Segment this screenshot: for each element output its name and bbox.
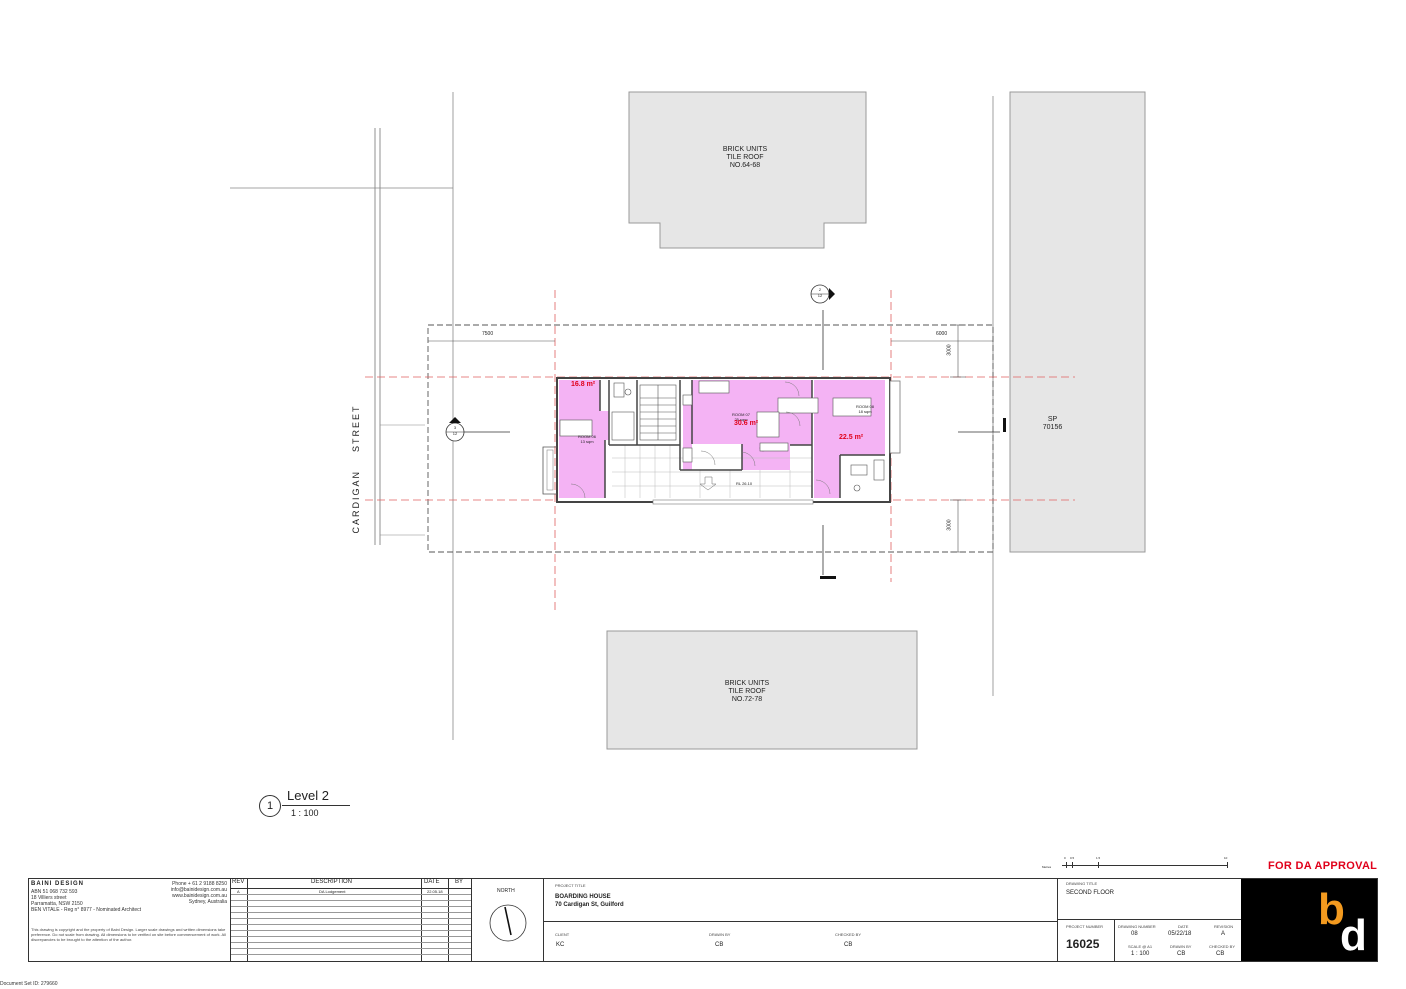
scale-bar-tick-0: 0 xyxy=(1064,856,1066,860)
scale-bar-tick-2: 1.5 xyxy=(1096,856,1101,860)
drawn-by-value: CB xyxy=(715,942,724,948)
drawing-title-label: DRAWING TITLE xyxy=(1066,881,1098,886)
drawing-number: 08 xyxy=(1131,931,1138,937)
date-value: 05/22/18 xyxy=(1168,931,1192,937)
rev-row-rev: A xyxy=(237,889,240,894)
building-envelope-outline xyxy=(427,324,994,553)
view-scale: 1 : 100 xyxy=(291,808,319,818)
dim-side-bottom: 3000 xyxy=(946,519,953,531)
room-06-fill xyxy=(559,380,609,498)
copyright-note: This drawing is copyright and the proper… xyxy=(31,927,226,942)
drawing-drawn-label: DRAWN BY xyxy=(1170,944,1192,949)
drawing-title: SECOND FLOOR xyxy=(1066,890,1115,896)
dim-front: 7500 xyxy=(482,331,494,337)
rl-label: RL 26.10 xyxy=(736,481,753,486)
neighbour-building-north xyxy=(628,91,867,249)
drawing-checked-value: CB xyxy=(1216,951,1225,957)
checked-by-value: CB xyxy=(844,942,853,948)
document-set-id: Document Set ID: 279660 xyxy=(0,981,58,987)
rev-header-by: BY xyxy=(455,879,464,885)
client-label: CLIENT xyxy=(555,932,570,937)
view-title: Level 2 xyxy=(287,788,329,803)
floor-plan xyxy=(542,377,901,505)
project-number-label: PROJECT NUMBER xyxy=(1066,924,1104,929)
room-08-area: 22.5 m² xyxy=(839,434,864,441)
dim-rear: 6000 xyxy=(936,331,948,337)
room-06-area: 16.8 m² xyxy=(571,381,596,388)
date-label: DATE xyxy=(1178,924,1189,929)
scale-label: SCALE @ A1 xyxy=(1128,944,1153,949)
dim-side-top: 3000 xyxy=(946,344,953,356)
scale-bar-unit: Metres xyxy=(1042,865,1052,869)
rev-header-rev: REV xyxy=(232,879,245,885)
scale-bar xyxy=(1062,862,1228,868)
neighbour-building-east xyxy=(1009,91,1146,553)
rev-row-date: 22.05.18 xyxy=(427,889,443,894)
revision-label: REVISION xyxy=(1214,924,1234,929)
drawing-drawn-value: CB xyxy=(1177,951,1186,957)
project-number: 16025 xyxy=(1066,937,1100,951)
project-title: BOARDING HOUSE xyxy=(555,894,611,900)
project-title-label: PROJECT TITLE xyxy=(555,883,586,888)
approval-stamp: FOR DA APPROVAL xyxy=(1268,860,1378,872)
drawing-number-label: DRAWING NUMBER xyxy=(1118,924,1156,929)
north-label: NORTH xyxy=(497,888,515,894)
logo-letter-b: b xyxy=(1318,885,1345,934)
drawn-by-label: DRAWN BY xyxy=(709,932,731,937)
logo-letter-d: d xyxy=(1340,911,1367,960)
logo-block xyxy=(1241,878,1378,962)
title-block xyxy=(28,878,1378,962)
client-value: KC xyxy=(556,942,565,948)
neighbour-building-south xyxy=(606,630,918,750)
rev-row-description: DA Lodgement xyxy=(319,889,346,894)
street-label: CARDIGAN STREET xyxy=(351,404,361,534)
scale-value: 1 : 100 xyxy=(1131,951,1150,957)
revision-table: REV DESCRIPTION DATE BY A DA Lodgement 2… xyxy=(230,878,472,962)
drawing-checked-label: CHECKED BY xyxy=(1209,944,1236,949)
firm-name: BAINI DESIGN xyxy=(31,881,85,887)
revision-value: A xyxy=(1221,931,1226,937)
rev-header-description: DESCRIPTION xyxy=(311,879,353,885)
view-number: 1 xyxy=(259,795,281,817)
project-address: 70 Cardigan St, Guilford xyxy=(555,902,624,908)
scale-bar-tick-3: 10 xyxy=(1224,856,1228,860)
checked-by-label: CHECKED BY xyxy=(835,932,862,937)
view-title-underline xyxy=(282,805,350,806)
room-07-area: 30.6 m² xyxy=(734,420,759,427)
rev-header-date: DATE xyxy=(424,879,440,885)
scale-bar-tick-1: 0.5 xyxy=(1070,856,1075,860)
